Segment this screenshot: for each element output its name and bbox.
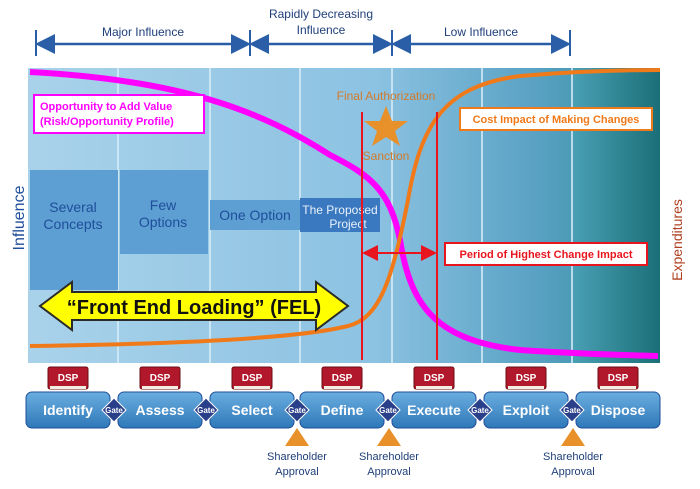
- gate-label: Gate: [197, 406, 215, 415]
- dsp-label: DSP: [424, 373, 445, 384]
- gate-diamond: [467, 397, 493, 423]
- dsp-label: DSP: [150, 373, 171, 384]
- approval-triangle-icon: [561, 428, 585, 446]
- gate-label: Gate: [379, 406, 397, 415]
- approval-triangle-icon: [377, 428, 401, 446]
- period-callout-text: Period of Highest Change Impact: [460, 249, 633, 261]
- few-options-block: [120, 170, 208, 254]
- stage-label: Assess: [135, 402, 184, 418]
- stage-row: Identify DSP Assess DSP Select DSP Define DSP Ex…: [25, 366, 661, 478]
- gate-label: Gate: [471, 406, 489, 415]
- phase-label-low: Low Influence: [444, 25, 518, 39]
- gate-diamond: [559, 397, 585, 423]
- gate-label: Gate: [288, 406, 306, 415]
- influence-axis-label: Influence: [11, 185, 28, 250]
- stage-label: Exploit: [503, 402, 550, 418]
- proposed-project-block: [300, 198, 380, 232]
- cost-callout-text: Cost Impact of Making Changes: [473, 114, 640, 126]
- book-pages: [50, 386, 86, 389]
- book-pages: [508, 386, 544, 389]
- gate-diamond: [375, 397, 401, 423]
- stage-label: Select: [231, 402, 273, 418]
- stage-label: Define: [321, 402, 364, 418]
- cost-callout: [459, 107, 653, 131]
- dsp-label: DSP: [608, 373, 629, 384]
- fel-arrow: [38, 280, 350, 332]
- gate-diamond: [193, 397, 219, 423]
- book-pages: [142, 386, 178, 389]
- gate-label: Gate: [563, 406, 581, 415]
- stage-label: Execute: [407, 402, 461, 418]
- book-pages: [416, 386, 452, 389]
- book-pages: [600, 386, 636, 389]
- book-pages: [234, 386, 270, 389]
- one-option-block: [210, 200, 300, 230]
- final-authorization-label: Final Authorization: [337, 89, 436, 103]
- fel-label: “Front End Loading” (FEL): [67, 297, 321, 319]
- gate-diamond: [101, 397, 127, 423]
- dsp-label: DSP: [516, 373, 537, 384]
- cost-curve: [29, 68, 661, 348]
- expenditures-axis-label: Expenditures: [669, 199, 685, 281]
- opportunity-callout: [33, 94, 205, 134]
- dsp-label: DSP: [332, 373, 353, 384]
- stage-label: Dispose: [591, 402, 646, 418]
- book-pages: [324, 386, 360, 389]
- stage-label: Identify: [43, 402, 93, 418]
- dsp-label: DSP: [58, 373, 79, 384]
- several-concepts-block: [30, 170, 118, 290]
- gate-diamond: [284, 397, 310, 423]
- opportunity-callout-text: Opportunity to Add Value(Risk/Opportunit…: [40, 101, 174, 128]
- period-callout: [444, 242, 648, 266]
- approval-triangle-icon: [285, 428, 309, 446]
- star-icon: [364, 106, 408, 146]
- one-option-label: One Option: [219, 207, 291, 223]
- phase-label-major: Major Influence: [102, 25, 184, 39]
- gate-label: Gate: [105, 406, 123, 415]
- sanction-label: Sanction: [363, 149, 410, 163]
- dsp-label: DSP: [242, 373, 263, 384]
